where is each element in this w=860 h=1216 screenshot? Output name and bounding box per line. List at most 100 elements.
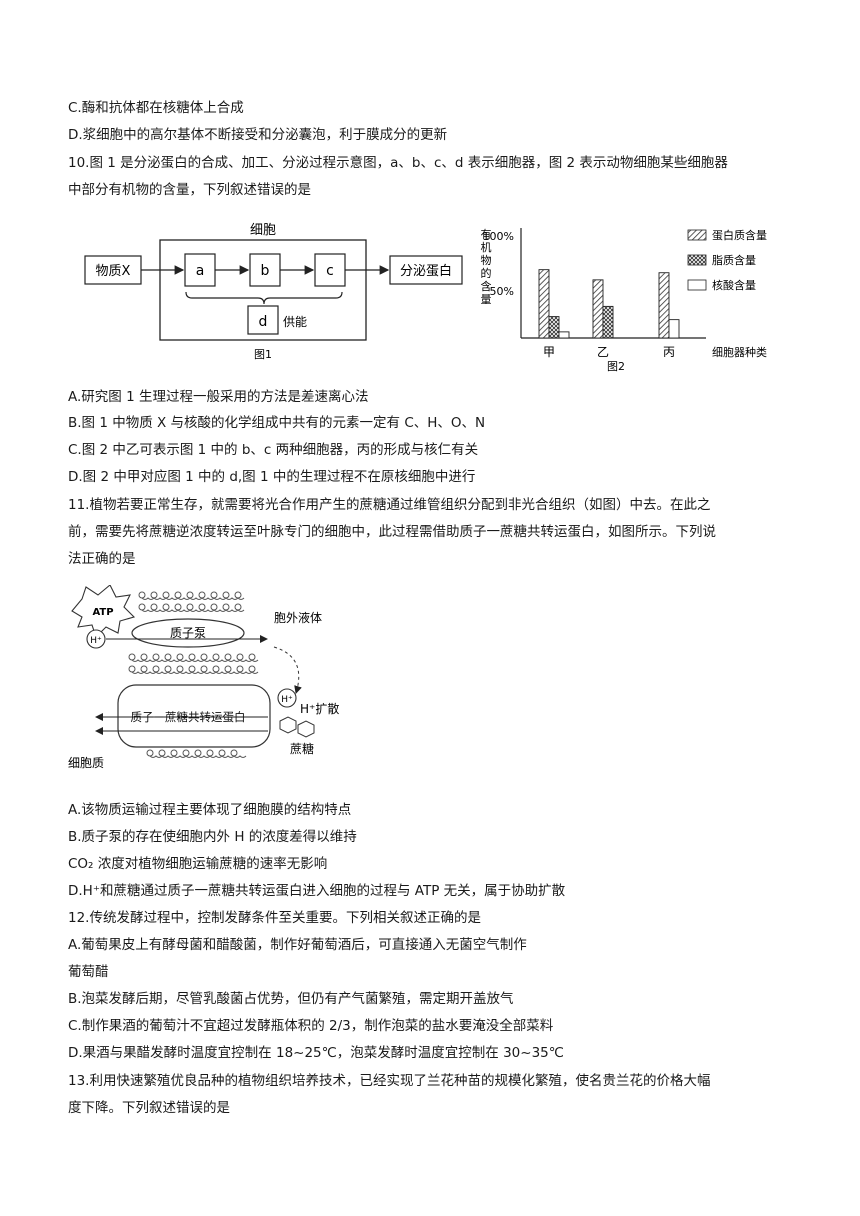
y-axis-label-char: 物: [481, 253, 492, 267]
lipid-head: [186, 603, 194, 611]
proton-pump-label: 质子泵: [170, 626, 206, 640]
lipid-head: [212, 665, 220, 673]
lipid-tails: [131, 671, 259, 674]
legend-nucleic: 核酸含量: [712, 278, 756, 292]
option-a-q11: A.该物质运输过程主要体现了细胞膜的结构特点: [68, 802, 352, 818]
cytoplasm-label: 细胞质: [68, 756, 104, 770]
energy-brace: [185, 291, 343, 305]
bar-2-series-0: [658, 272, 670, 339]
substance-x-box: [84, 255, 142, 285]
lipid-head: [164, 665, 172, 673]
sucrose-ring-2: [297, 720, 315, 738]
option-d-q10: D.图 2 中甲对应图 1 中的 d,图 1 中的生理过程不在原核细胞中进行: [68, 469, 476, 485]
lipid-head: [188, 665, 196, 673]
question-11-line1: 11.植物若要正常生存，就需要将光合作用产生的蔗糖通过维管组织分配到非光合组织（…: [68, 497, 711, 513]
lipid-head: [230, 749, 238, 757]
lipid-head: [210, 603, 218, 611]
option-b-q11: B.质子泵的存在使细胞内外 H 的浓度差得以维持: [68, 829, 357, 845]
lipid-head: [206, 749, 214, 757]
organelle-d-label: d: [259, 314, 268, 330]
h-plus-diffusion-path: [273, 646, 302, 694]
y-axis-label-char: 有: [481, 227, 492, 241]
h-plus-circle-right: [277, 688, 297, 708]
figure-2-chart: 有机物的含量 100% 50% 甲 乙 丙 细胞器种类 图2 蛋白质含量 脂质含…: [481, 227, 768, 373]
bar-0-series-0: [538, 269, 550, 339]
substance-x-label: 物质X: [96, 264, 131, 279]
lipid-head: [174, 603, 182, 611]
question-13-line1: 13.利用快速繁殖优良品种的植物组织培养技术，已经实现了兰花种苗的规模化繁殖，使…: [68, 1073, 711, 1089]
option-c-q11: CO₂ 浓度对植物细胞运输蔗糖的速率无影响: [68, 856, 328, 872]
option-b-q12: B.泡菜发酵后期，尽管乳酸菌占优势，但仍有产气菌繁殖，需定期开盖放气: [68, 991, 514, 1007]
category-label-bing: 丙: [663, 345, 675, 359]
lipid-head: [158, 749, 166, 757]
lipid-head: [162, 591, 170, 599]
option-c-q12: C.制作果酒的葡萄汁不宜超过发酵瓶体积的 2/3，制作泡菜的盐水要淹没全部菜料: [68, 1018, 554, 1034]
lipid-head: [138, 603, 146, 611]
lipid-head: [150, 603, 158, 611]
option-d-q12: D.果酒与果醋发酵时温度宜控制在 18~25℃，泡菜发酵时温度宜控制在 30~3…: [68, 1045, 564, 1061]
bar-1-series-0: [592, 279, 604, 339]
atp-label: ATP: [92, 607, 113, 618]
lipid-head: [198, 591, 206, 599]
lipid-head: [140, 653, 148, 661]
lipid-head: [162, 603, 170, 611]
option-d-q9: D.浆细胞中的高尔基体不断接受和分泌囊泡，利于膜成分的更新: [68, 127, 448, 143]
bar-0-series-2: [558, 331, 570, 339]
h-plus-circle-left: [86, 629, 106, 649]
bars-group: [538, 269, 680, 339]
option-d-q11: D.H⁺和蔗糖通过质子一蔗糖共转运蛋白进入细胞的过程与 ATP 无关，属于协助扩…: [68, 883, 566, 899]
lipid-head: [200, 665, 208, 673]
bar-0-series-1: [548, 316, 560, 339]
lipid-head: [200, 653, 208, 661]
organelle-d-box: [247, 305, 279, 335]
bar-2-series-2: [668, 319, 680, 339]
lipid-head: [236, 665, 244, 673]
lipid-head: [176, 653, 184, 661]
question-13-line2: 度下降。下列叙述错误的是: [68, 1100, 230, 1116]
y-axis-label: 有机物的含量: [481, 227, 492, 306]
atp-burst: [71, 585, 136, 639]
x-axis-label: 细胞器种类: [712, 345, 767, 359]
secreted-protein-label: 分泌蛋白: [400, 263, 452, 279]
lipid-head: [170, 749, 178, 757]
lipid-head: [194, 749, 202, 757]
option-a-q12-line2: 葡萄醋: [68, 964, 109, 980]
lipid-head: [224, 665, 232, 673]
option-b-q10: B.图 1 中物质 X 与核酸的化学组成中共有的元素一定有 C、H、O、N: [68, 415, 486, 431]
lipid-head: [146, 749, 154, 757]
question-12: 12.传统发酵过程中，控制发酵条件至关重要。下列相关叙述正确的是: [68, 910, 481, 926]
organelle-a-label: a: [196, 263, 205, 279]
figure-1-diagram: 细胞 物质X a b c 分泌蛋白 d 供能 图1: [84, 223, 463, 361]
h-plus-label-right: H⁺: [281, 695, 293, 705]
lipid-head: [234, 591, 242, 599]
category-label-yi: 乙: [597, 345, 609, 359]
lipid-head: [152, 665, 160, 673]
lipid-head: [210, 591, 218, 599]
organelle-c-box: [314, 253, 346, 287]
legend-swatch-lipid: [687, 254, 707, 266]
energy-supply-label: 供能: [283, 315, 307, 329]
lipid-tails: [141, 609, 245, 612]
lipid-head: [222, 591, 230, 599]
question-11-line3: 法正确的是: [68, 551, 136, 567]
lipid-head: [234, 603, 242, 611]
extracellular-label: 胞外液体: [274, 610, 322, 625]
option-c-q9: C.酶和抗体都在核糖体上合成: [68, 100, 244, 116]
lipid-head: [138, 591, 146, 599]
h-plus-diffusion-label: H⁺扩散: [300, 701, 339, 716]
legend-lipid: 脂质含量: [712, 253, 756, 267]
lipid-head: [188, 653, 196, 661]
lipid-head: [218, 749, 226, 757]
proton-pump: [131, 618, 245, 648]
organelle-b-label: b: [261, 263, 270, 279]
lipid-head: [128, 653, 136, 661]
secreted-protein-box: [389, 255, 463, 285]
h-plus-label-left: H⁺: [90, 636, 102, 646]
option-c-q10: C.图 2 中乙可表示图 1 中的 b、c 两种细胞器，丙的形成与核仁有关: [68, 442, 479, 458]
y-tick-50: 50%: [490, 285, 514, 298]
y-axis-label-char: 量: [481, 293, 492, 306]
lipid-head: [248, 653, 256, 661]
y-axis-label-char: 的: [481, 266, 492, 280]
lipid-head: [140, 665, 148, 673]
cell-label: 细胞: [250, 223, 276, 238]
